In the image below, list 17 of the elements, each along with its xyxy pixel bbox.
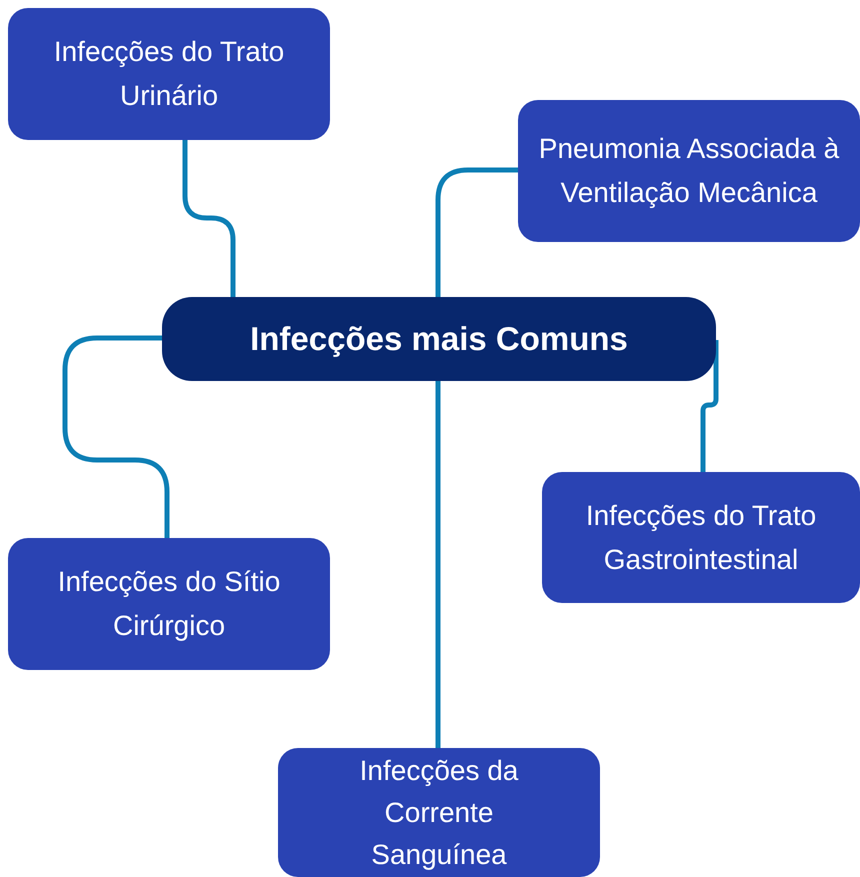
topic-box xyxy=(8,8,330,140)
central-topic-box xyxy=(162,297,716,381)
topic-label: Infecções da Corrente Sanguínea xyxy=(358,754,520,872)
topic-box xyxy=(518,100,860,242)
topic-label: Pneumonia Associada à Ventilação Mecânica xyxy=(538,132,840,210)
connector-line xyxy=(700,340,718,472)
connector-line xyxy=(436,381,440,748)
topic-label: Infecções do Trato Urinário xyxy=(52,35,286,113)
connector-line xyxy=(436,168,518,297)
topic-box xyxy=(542,472,860,603)
topic-label: Infecções mais Comuns xyxy=(250,319,628,359)
topic-box xyxy=(278,748,600,877)
topic-label: Infecções do Sítio Cirúrgico xyxy=(56,565,282,643)
connector-line xyxy=(182,140,236,297)
connector-line xyxy=(62,336,170,538)
topic-label: Infecções do Trato Gastrointestinal xyxy=(584,498,818,576)
topic-box xyxy=(8,538,330,670)
